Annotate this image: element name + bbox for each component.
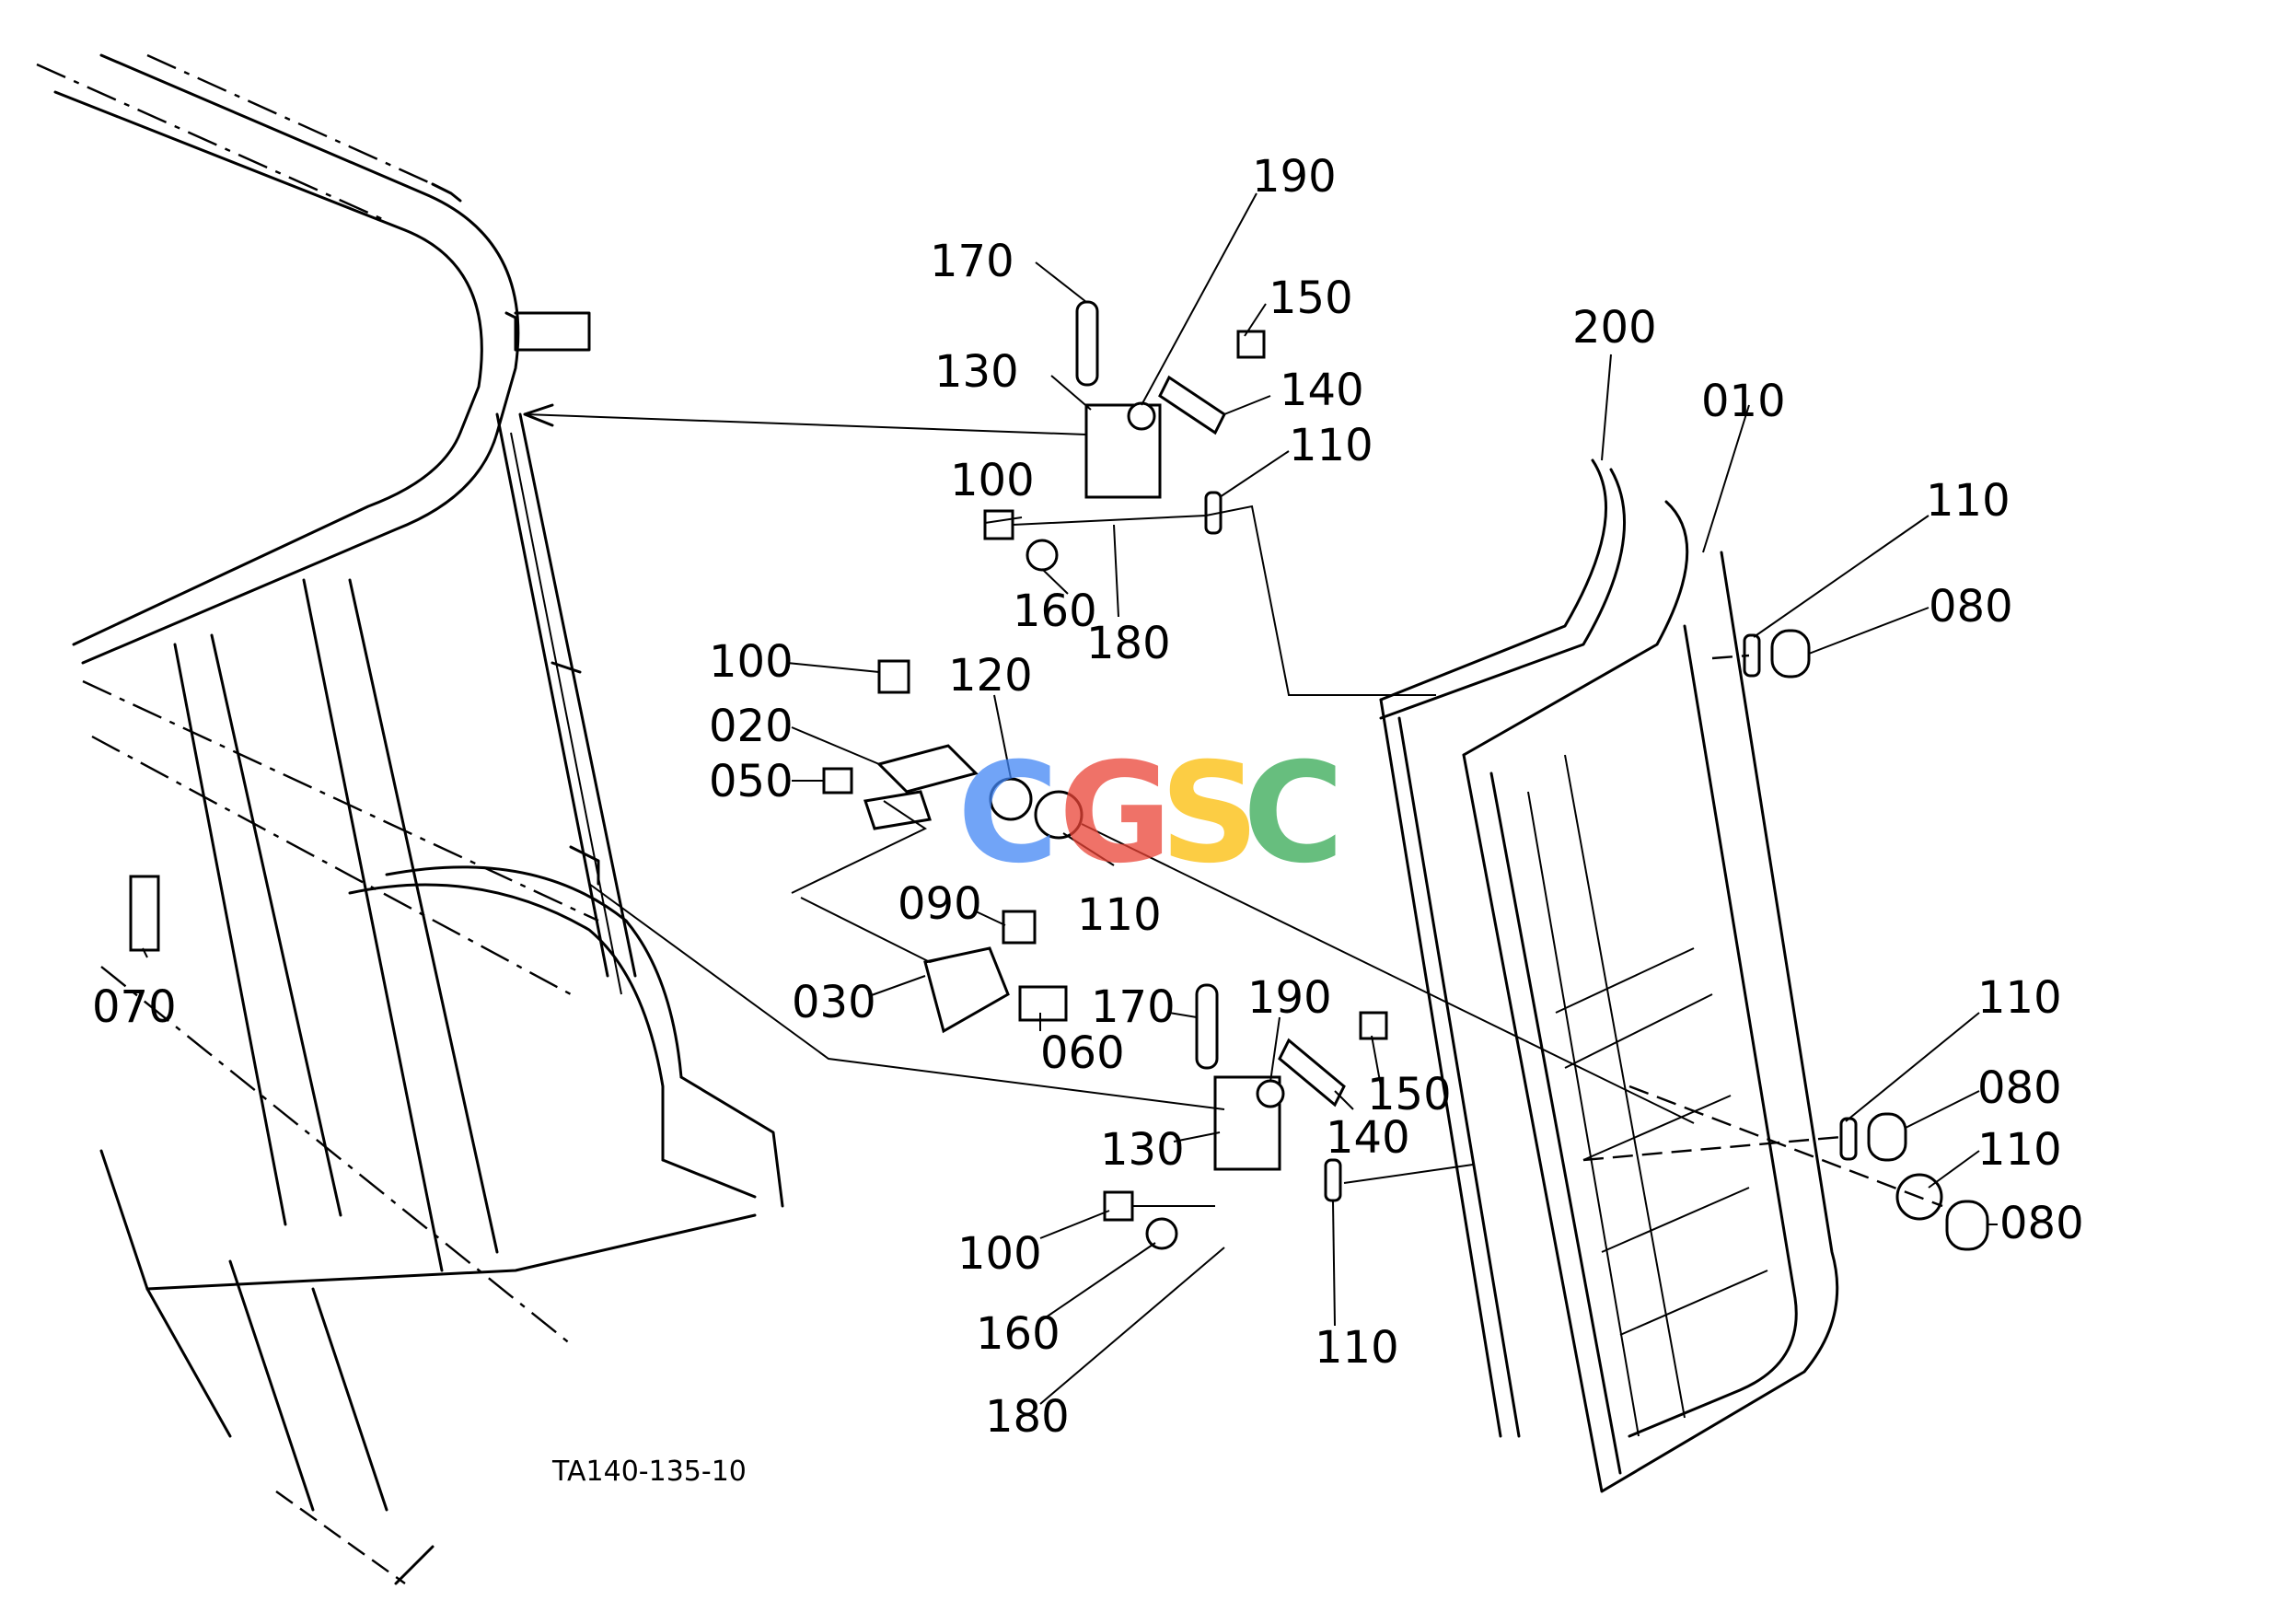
upper-hinge-assembly (983, 300, 1266, 572)
callout-labels: 170 190 150 200 130 140 010 110 100 110 … (92, 151, 2084, 1443)
callout-140-upper: 140 (1280, 365, 1364, 416)
callout-190-upper: 190 (1252, 151, 1337, 203)
callout-030: 030 (792, 977, 876, 1028)
watermark-letter-2: G (1059, 734, 1172, 894)
callout-070: 070 (92, 981, 177, 1033)
callout-130-upper: 130 (934, 346, 1019, 398)
watermark: C G S C (957, 734, 1344, 894)
hinge-bracket-130-lower (1213, 1075, 1281, 1171)
callout-170-lower: 170 (1091, 981, 1176, 1033)
callout-160-upper: 160 (1013, 586, 1097, 637)
callout-100-middle: 100 (709, 636, 794, 688)
grommet-080-upper (1770, 629, 1811, 679)
grommet-080-lower (1945, 1200, 1989, 1251)
washer-120 (989, 777, 1033, 821)
callout-110-right-middle: 110 (1977, 972, 2062, 1024)
callout-110-right-lower: 110 (1977, 1124, 2062, 1176)
callout-190-lower: 190 (1247, 972, 1332, 1024)
watermark-letter-1: C (957, 734, 1059, 894)
bolt-100-middle (877, 659, 910, 694)
washer-110-right-middle (1839, 1117, 1858, 1161)
bracket-140-upper (1158, 375, 1226, 435)
hinge-pin-170-upper (1075, 300, 1099, 387)
callout-180-upper: 180 (1086, 618, 1171, 669)
callout-080-middle: 080 (1977, 1062, 2062, 1114)
washer-190-upper (1127, 401, 1156, 431)
callout-150-lower: 150 (1367, 1069, 1452, 1120)
nut-160-lower (1145, 1217, 1178, 1250)
bolt-100-lower (1103, 1190, 1134, 1222)
callout-leaders (142, 192, 1998, 1405)
callout-110-lower: 110 (1315, 1322, 1399, 1374)
callout-200: 200 (1572, 302, 1657, 354)
watermark-letter-3: S (1160, 734, 1259, 894)
grommet-080-middle (1867, 1112, 1907, 1162)
callout-110-upper: 110 (1289, 420, 1373, 471)
callout-170-upper: 170 (930, 236, 1014, 287)
bolt-050 (822, 767, 853, 795)
callout-080-lower: 080 (1999, 1198, 2084, 1249)
callout-160-lower: 160 (976, 1308, 1060, 1360)
callout-010: 010 (1701, 376, 1786, 427)
washer-110-middle (1034, 790, 1084, 840)
bracket-140-lower (1278, 1038, 1346, 1108)
hinge-pin-170-lower (1195, 983, 1219, 1070)
plate-070 (129, 875, 160, 952)
bolt-150-lower (1359, 1011, 1388, 1040)
callout-140-lower: 140 (1326, 1112, 1410, 1164)
callout-060: 060 (1040, 1027, 1125, 1079)
callout-150-upper: 150 (1269, 273, 1353, 324)
callout-180-lower: 180 (985, 1391, 1070, 1443)
callout-100-lower: 100 (957, 1228, 1042, 1280)
cab-frame (36, 53, 784, 1585)
callout-110-right-upper: 110 (1926, 475, 2011, 527)
callout-050: 050 (709, 756, 794, 807)
door-glass-010 (1462, 500, 1839, 1493)
bolt-100-upper (983, 509, 1014, 540)
callout-090: 090 (898, 878, 982, 930)
washer-110-lower (1324, 1158, 1342, 1202)
callout-130-lower: 130 (1100, 1124, 1185, 1176)
lower-hinge-assembly (1103, 983, 1388, 1250)
callout-110-middle: 110 (1077, 889, 1162, 941)
assembly-lines (523, 403, 1943, 1208)
grommets-right (1743, 629, 1989, 1251)
washer-190-lower (1256, 1079, 1285, 1108)
callout-120: 120 (948, 650, 1033, 702)
plate-060 (1018, 985, 1068, 1022)
watermark-letter-4: C (1243, 734, 1344, 894)
bolt-150-upper (1236, 330, 1266, 359)
nut-160-upper (1026, 539, 1059, 572)
callout-100-upper: 100 (950, 455, 1035, 506)
hinge-020 (876, 744, 979, 794)
door-seal-200 (1379, 458, 1626, 1438)
diagram-code: TA140-135-10 (551, 1456, 747, 1488)
bolt-090 (1002, 910, 1037, 945)
callout-080-upper: 080 (1929, 581, 2013, 632)
bracket-030 (923, 946, 1010, 1034)
hinge-bracket-130-upper (1084, 403, 1162, 499)
callout-020: 020 (709, 701, 794, 752)
